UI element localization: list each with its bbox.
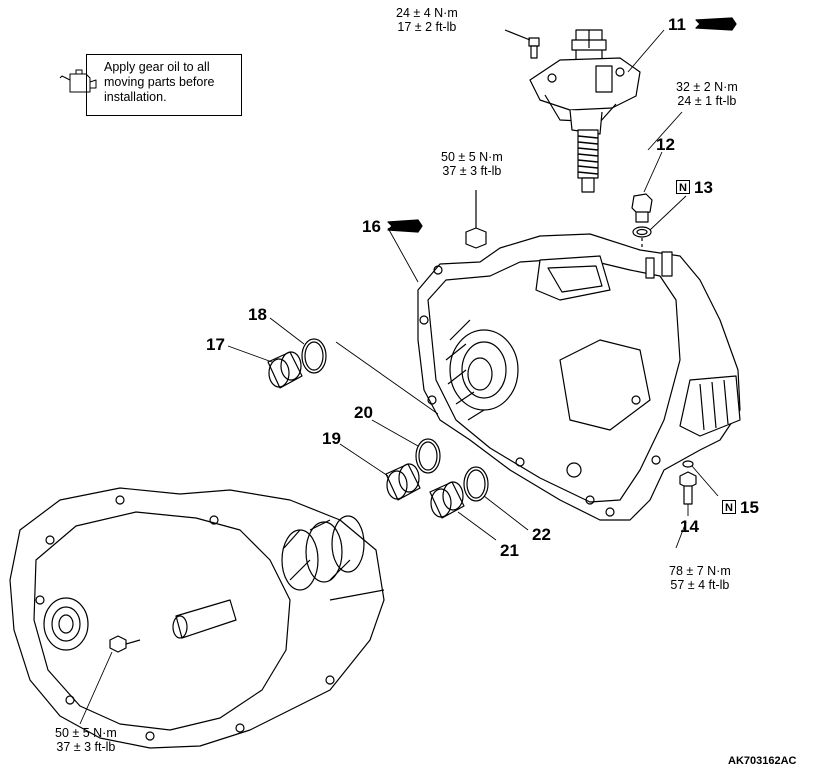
- part-12: 12: [656, 135, 675, 154]
- torque-top-ftlb: 17 ± 2 ft-lb: [397, 20, 457, 34]
- part-22: 22: [532, 525, 551, 544]
- torque-bottom-nm: 50 ± 5 N·m: [55, 726, 117, 740]
- part-18: 18: [248, 305, 267, 324]
- clutch-housing-assembly: [9, 487, 385, 749]
- part-21: 21: [500, 541, 519, 560]
- shim-20: [415, 438, 441, 474]
- torque-14: 78 ± 7 N·m 57 ± 4 ft-lb: [669, 564, 731, 592]
- part-11: 11: [668, 15, 686, 34]
- part-19: 19: [322, 429, 341, 448]
- torque-top-nm: 24 ± 4 N·m: [396, 6, 458, 20]
- shift-lever-assembly: [529, 29, 641, 193]
- bolt-arrow-icons: [387, 17, 737, 233]
- oil-can-icon: [59, 69, 97, 93]
- figure-code: AK703162AC: [728, 755, 797, 767]
- bolt-top: [504, 29, 540, 59]
- shim-18: [301, 338, 327, 374]
- bearing-race-19: [385, 463, 421, 501]
- torque-bottom-ftlb: 37 ± 3 ft-lb: [56, 740, 116, 754]
- transmission-case: [417, 233, 741, 521]
- part-15: 15: [740, 498, 759, 517]
- torque-12-ftlb: 24 ± 1 ft-lb: [677, 94, 737, 108]
- shim-22: [463, 466, 489, 502]
- part-20: 20: [354, 403, 373, 422]
- part-14: 14: [680, 517, 699, 536]
- torque-bottom: 50 ± 5 N·m 37 ± 3 ft-lb: [55, 726, 117, 754]
- torque-14-ftlb: 57 ± 4 ft-lb: [670, 578, 730, 592]
- bearing-race-21: [429, 481, 465, 519]
- note-text: Apply gear oil to all moving parts befor…: [104, 60, 215, 104]
- torque-center-nm: 50 ± 5 N·m: [441, 150, 503, 164]
- torque-12: 32 ± 2 N·m 24 ± 1 ft-lb: [676, 80, 738, 108]
- leader-lines: [79, 29, 719, 725]
- new-part-marker-13: N: [676, 180, 690, 194]
- part-17: 17: [206, 335, 225, 354]
- torque-center: 50 ± 5 N·m 37 ± 3 ft-lb: [441, 150, 503, 178]
- torque-top: 24 ± 4 N·m 17 ± 2 ft-lb: [396, 6, 458, 34]
- torque-12-nm: 32 ± 2 N·m: [676, 80, 738, 94]
- note-box: [86, 54, 242, 116]
- torque-14-nm: 78 ± 7 N·m: [669, 564, 731, 578]
- part-16: 16: [362, 217, 381, 236]
- new-part-marker-15: N: [722, 500, 736, 514]
- torque-center-ftlb: 37 ± 3 ft-lb: [442, 164, 502, 178]
- bolt-center: [465, 190, 487, 249]
- part-13: 13: [694, 178, 713, 197]
- bearing-race-17: [267, 351, 303, 389]
